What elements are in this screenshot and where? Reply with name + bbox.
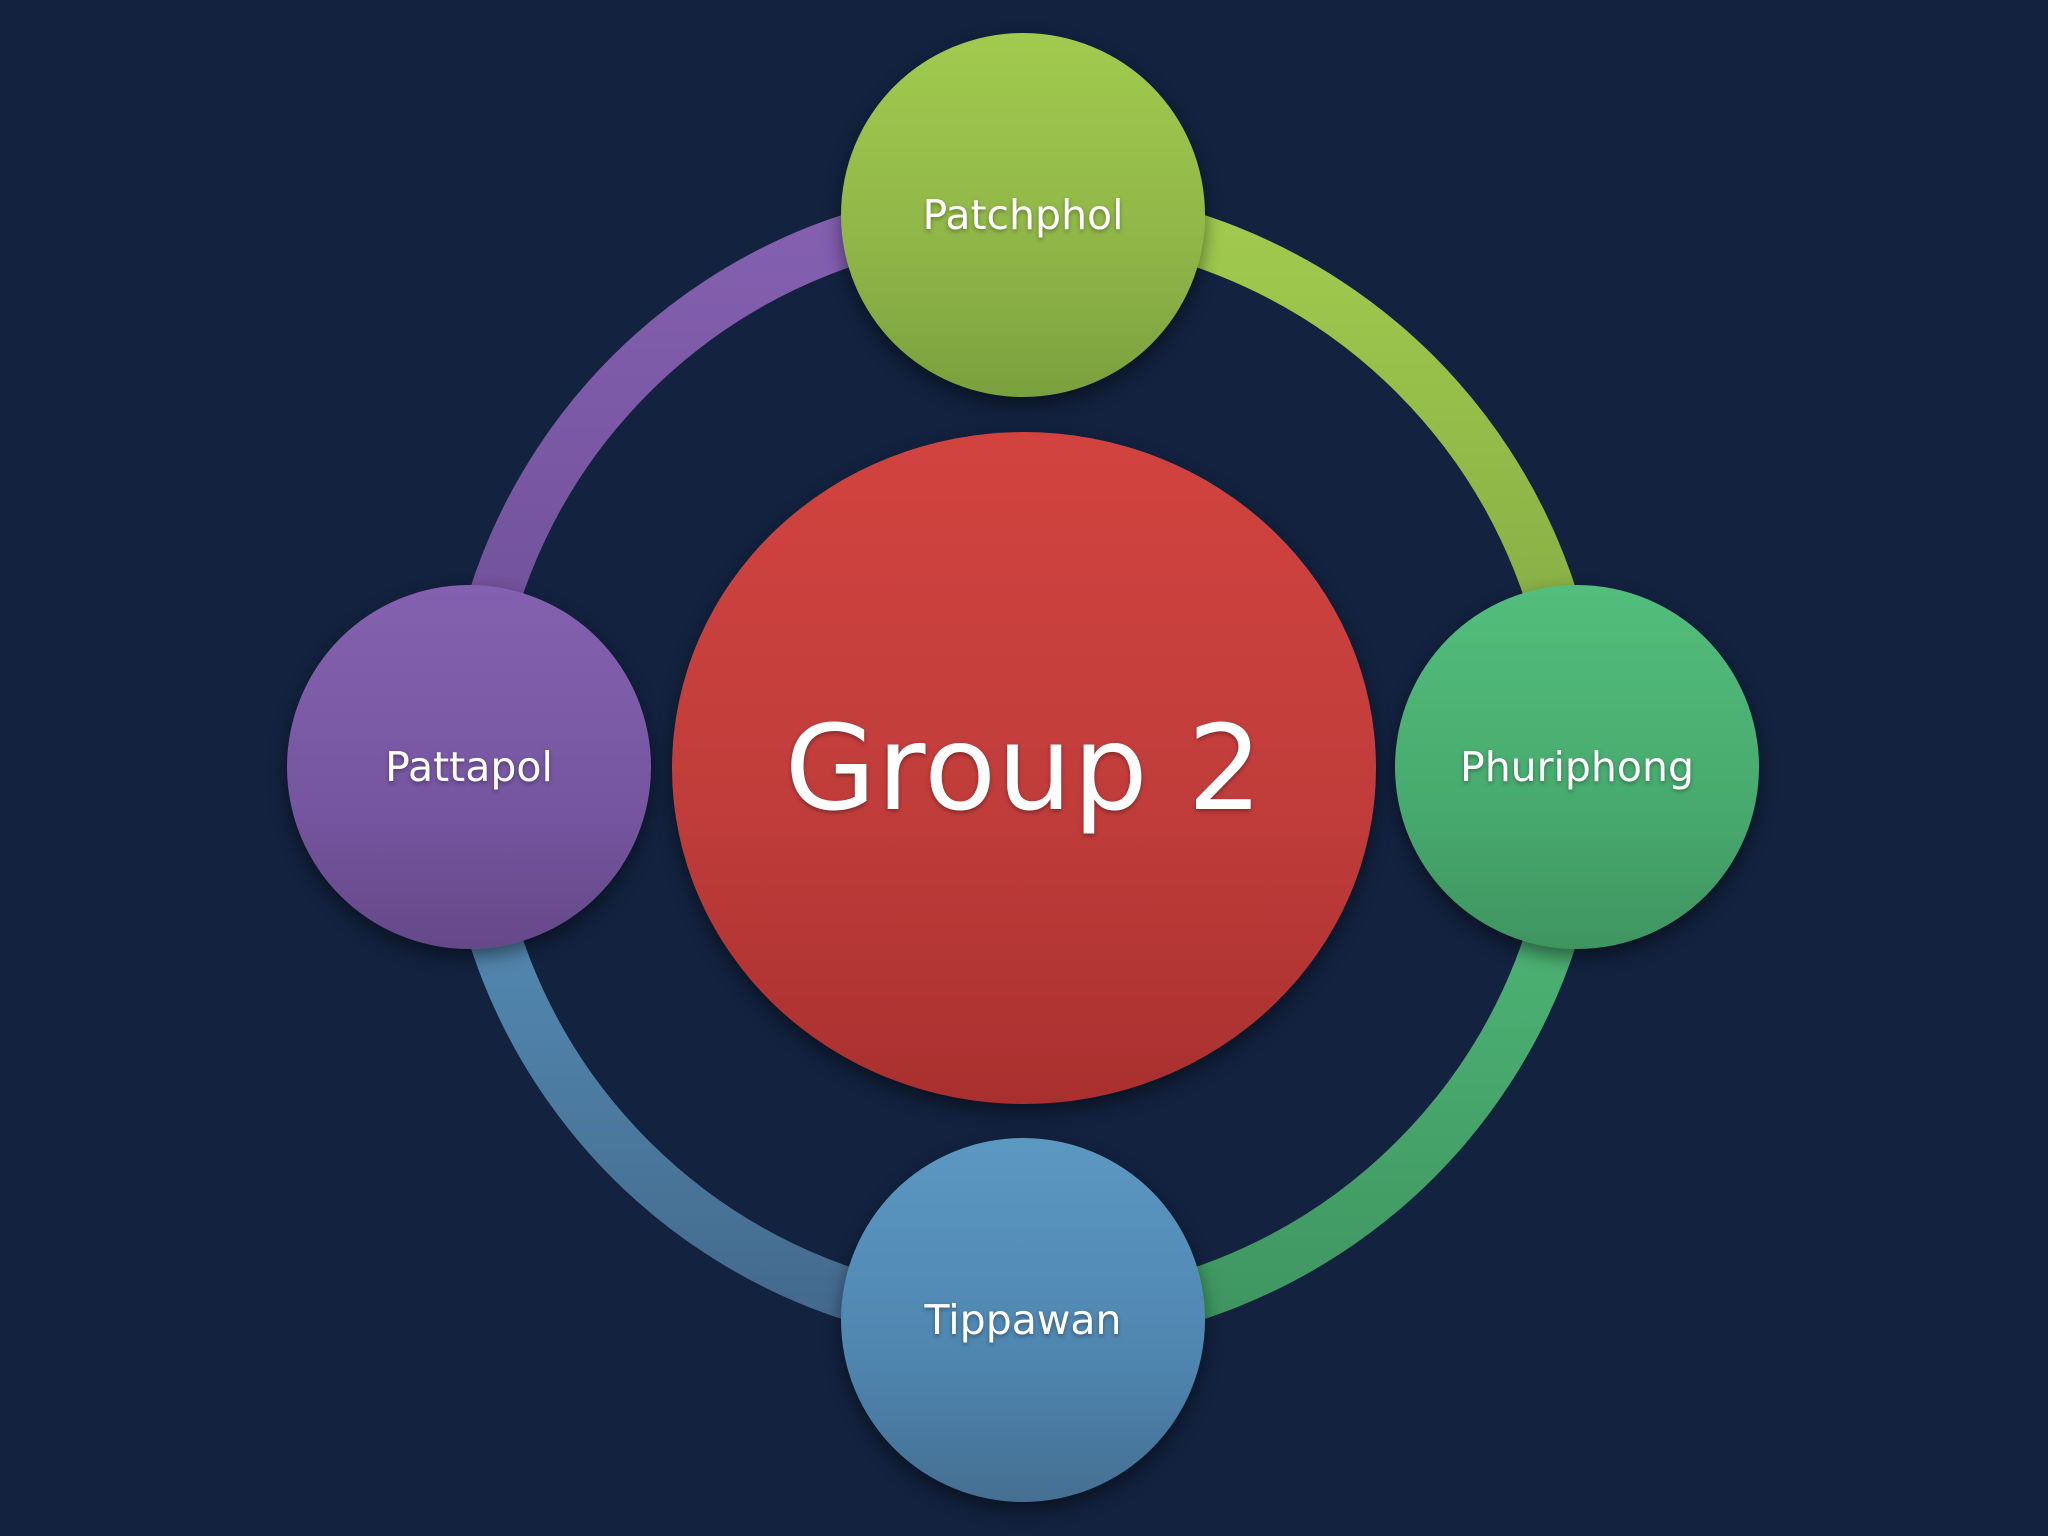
center-node-group: Group 2	[672, 432, 1376, 1104]
member-node-pattapol: Pattapol	[287, 585, 651, 949]
member-node-tippawan: Tippawan	[841, 1138, 1205, 1502]
member-node-patchphol: Patchphol	[841, 33, 1205, 397]
member-node-phuriphong: Phuriphong	[1395, 585, 1759, 949]
member-node-label: Phuriphong	[1459, 743, 1695, 791]
member-node-label: Patchphol	[922, 191, 1124, 239]
member-node-label: Tippawan	[924, 1296, 1122, 1344]
center-node-label: Group 2	[784, 699, 1264, 837]
member-node-label: Pattapol	[385, 743, 553, 791]
